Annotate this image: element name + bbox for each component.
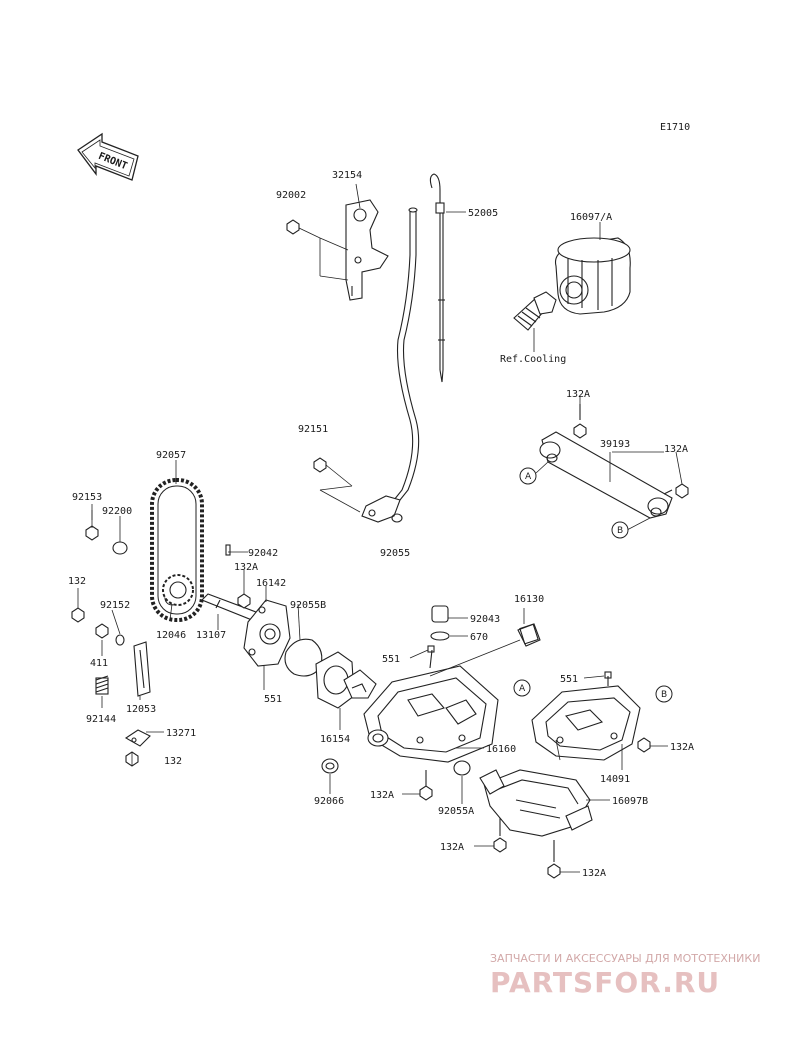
washer xyxy=(112,541,128,555)
part-label: 92066 xyxy=(314,796,344,807)
oil-strainer xyxy=(479,739,593,837)
part-label: 132A xyxy=(664,444,688,455)
part-label: 12053 xyxy=(126,704,156,715)
part-label: 92151 xyxy=(298,424,328,435)
pin xyxy=(225,544,231,556)
part-label: 92042 xyxy=(248,548,278,559)
front-arrow-icon: FRONT xyxy=(77,132,139,181)
drain-plug xyxy=(321,758,339,774)
collar xyxy=(431,605,449,623)
part-label: 16154 xyxy=(320,734,350,745)
part-label: 32154 xyxy=(332,170,362,181)
part-label: 132A xyxy=(234,562,258,573)
pump-rotor xyxy=(315,651,377,709)
part-label: 14091 xyxy=(600,774,630,785)
part-label: 16160 xyxy=(486,744,516,755)
chain-guide xyxy=(133,641,151,697)
bolt xyxy=(493,818,507,853)
washer xyxy=(115,634,125,646)
part-label: 551 xyxy=(560,674,578,685)
part-label: 92152 xyxy=(100,600,130,611)
oil-pump-chain xyxy=(150,478,204,622)
ref-note: Ref.Cooling xyxy=(500,354,566,365)
dipstick xyxy=(429,173,445,383)
watermark-tagline: ЗАПЧАСТИ И АКСЕССУАРЫ ДЛЯ МОТОТЕХНИКИ xyxy=(490,952,760,965)
part-label: 92144 xyxy=(86,714,116,725)
part-label: 92200 xyxy=(102,506,132,517)
bolt xyxy=(637,737,651,753)
part-label: 132A xyxy=(582,868,606,879)
pressure-switch xyxy=(95,623,109,639)
oil-pan-case xyxy=(363,645,499,763)
svg-text:A: A xyxy=(519,684,526,694)
part-label: 92002 xyxy=(276,190,306,201)
o-ring xyxy=(430,631,450,641)
o-ring xyxy=(453,760,471,776)
svg-text:B: B xyxy=(617,526,623,536)
part-label: 16142 xyxy=(256,578,286,589)
ref-marker-a-icon: A xyxy=(519,467,537,485)
part-label: 92055 xyxy=(380,548,410,559)
part-label: 92043 xyxy=(470,614,500,625)
bracket xyxy=(124,729,151,747)
bolt xyxy=(419,770,433,801)
part-label: 132A xyxy=(370,790,394,801)
part-label: 132A xyxy=(566,389,590,400)
part-label: 551 xyxy=(264,694,282,705)
part-label: 132A xyxy=(440,842,464,853)
oil-filler-tube xyxy=(286,199,420,523)
part-label: 132 xyxy=(164,756,182,767)
part-label: 670 xyxy=(470,632,488,643)
oil-pipe xyxy=(535,404,689,531)
watermark-logo: PARTSFOR.RU xyxy=(490,966,720,999)
part-label: 411 xyxy=(90,658,108,669)
svg-text:A: A xyxy=(525,472,532,482)
oil-pump-body xyxy=(243,599,291,667)
part-label: 52005 xyxy=(468,208,498,219)
part-label: 132 xyxy=(68,576,86,587)
leader-lines xyxy=(77,183,683,873)
relief-valve xyxy=(429,623,541,677)
ref-marker-b-icon: B xyxy=(655,685,673,703)
cover xyxy=(531,671,641,761)
part-label: 92153 xyxy=(72,492,102,503)
bolt xyxy=(71,607,85,623)
oil-filter xyxy=(513,237,631,352)
bolt xyxy=(547,840,561,879)
part-label: 92057 xyxy=(156,450,186,461)
part-label: 39193 xyxy=(600,439,630,450)
part-label: 132A xyxy=(670,742,694,753)
part-label: 16097/A xyxy=(570,212,612,223)
part-label: 13271 xyxy=(166,728,196,739)
ref-marker-a-icon: A xyxy=(513,679,531,697)
part-label: 16097B xyxy=(612,796,648,807)
svg-text:B: B xyxy=(661,690,667,700)
watermark: ЗАПЧАСТИ И АКСЕССУАРЫ ДЛЯ МОТОТЕХНИКИ PA… xyxy=(490,952,760,999)
part-label: 92055B xyxy=(290,600,326,611)
ref-marker-b-icon: B xyxy=(611,521,629,539)
part-label: 551 xyxy=(382,654,400,665)
part-label: 13107 xyxy=(196,630,226,641)
part-label: 12046 xyxy=(156,630,186,641)
diagram-code: E1710 xyxy=(660,122,690,133)
spring xyxy=(95,675,109,695)
part-label: 16130 xyxy=(514,594,544,605)
part-labels: 32154 92002 52005 16097/A Ref.Cooling 13… xyxy=(68,170,694,879)
part-label: 92055A xyxy=(438,806,474,817)
